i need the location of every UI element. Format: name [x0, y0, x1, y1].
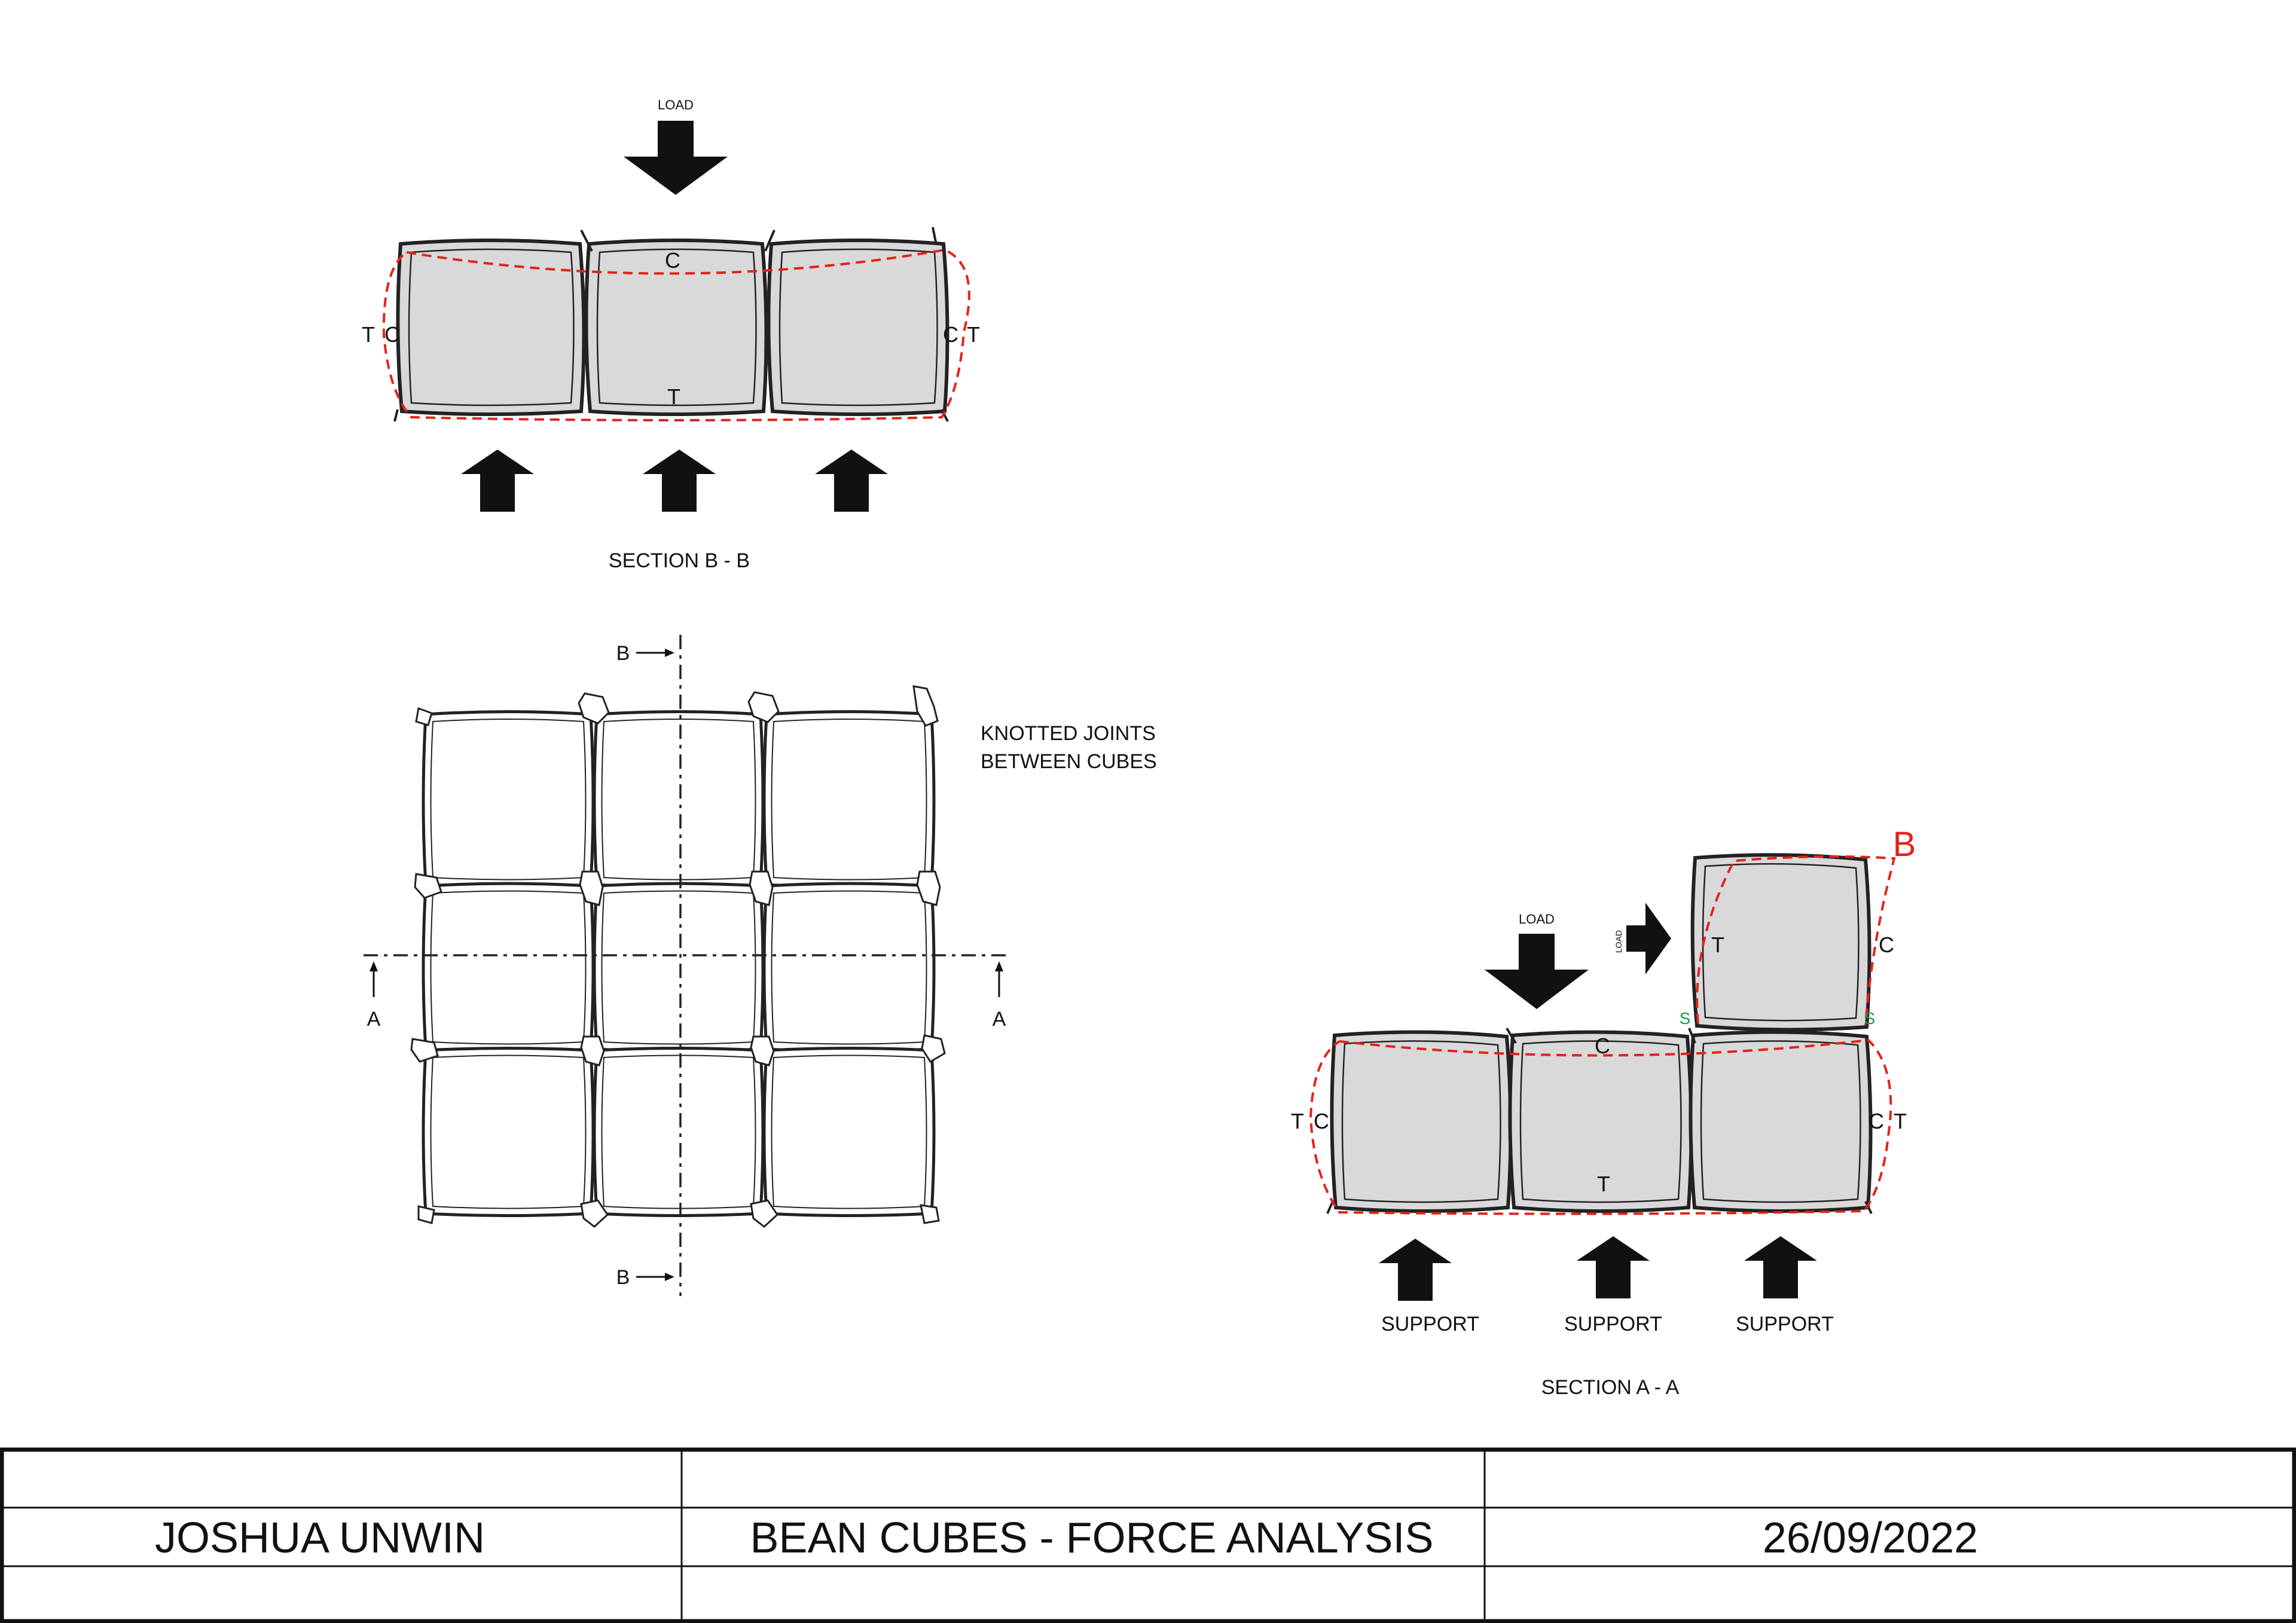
knot-icon [415, 707, 433, 726]
section-aa-support-arrows [1379, 1236, 1817, 1301]
section-aa-side-load-arrow [1626, 903, 1671, 974]
section-bb-cube-right [767, 239, 949, 416]
plan-cube [762, 1047, 936, 1217]
knot-icon [916, 870, 941, 906]
knot-icon [410, 1038, 439, 1063]
knot-icon [417, 1205, 435, 1224]
section-aa-bottom-tension: T [1597, 1172, 1610, 1196]
cut-label-b-bottom: B [616, 1266, 630, 1289]
section-bb: LOAD T C C T C T SECTION B - B [362, 97, 980, 572]
section-aa-support-label: SUPPORT [1736, 1313, 1834, 1335]
section-bb-compression-line [382, 248, 970, 421]
plan-cube [422, 882, 595, 1053]
plan-cube [762, 710, 936, 888]
plan-note-line1: KNOTTED JOINTS [981, 722, 1156, 745]
knot-icon [921, 1034, 946, 1063]
section-bb-cube-middle [584, 239, 768, 416]
section-aa-right-tension: T [1894, 1109, 1907, 1133]
cut-label-a-right: A [993, 1008, 1006, 1031]
section-bb-support-arrows [461, 450, 888, 512]
knot-icon [912, 685, 939, 727]
section-aa-top-compression: C [1595, 1034, 1610, 1058]
knot-icon [749, 870, 774, 906]
knot-icon [579, 870, 604, 906]
section-aa-title: SECTION A - A [1541, 1376, 1680, 1399]
section-aa-mark-b: B [1893, 825, 1916, 864]
knot-icon [750, 1035, 775, 1066]
section-bb-cube-left [396, 239, 586, 416]
section-aa-cube-left [1330, 1030, 1513, 1213]
section-aa-load-label: LOAD [1519, 912, 1555, 927]
knot-icon [750, 1199, 778, 1228]
plan-cube [422, 1047, 595, 1217]
section-aa-side-load-label: LOAD [1614, 930, 1623, 953]
title-block-author: JOSHUA UNWIN [155, 1514, 485, 1562]
plan-view: B B A A KNOTTED JOINTS BETWEEN CUBES [364, 635, 1157, 1296]
section-bb-support-arrow [815, 450, 888, 512]
section-aa-support-arrow [1744, 1236, 1817, 1298]
section-aa-shear-left: S [1680, 1009, 1691, 1028]
section-aa-compression-line [1309, 1038, 1892, 1215]
section-aa-top-cube-line [1696, 855, 1896, 1026]
title-block-date: 26/09/2022 [1763, 1514, 1978, 1562]
knot-icon [414, 873, 442, 899]
knot-icon [747, 691, 780, 723]
section-aa-support-arrow [1379, 1239, 1452, 1301]
section-aa-cube-top [1690, 853, 1871, 1032]
title-block-project: BEAN CUBES - FORCE ANALYSIS [750, 1514, 1434, 1562]
section-bb-support-arrow [643, 450, 716, 512]
plan-cube [593, 710, 765, 888]
knot-icon [580, 1199, 609, 1228]
plan-cube [593, 882, 765, 1053]
cut-label-b-top: B [616, 642, 630, 665]
knot-icon [920, 1204, 940, 1224]
title-block: JOSHUA UNWIN BEAN CUBES - FORCE ANALYSIS… [0, 1447, 2296, 1623]
plan-cube [762, 882, 936, 1053]
section-aa-cubes [1326, 853, 1873, 1214]
plan-cube [422, 710, 595, 888]
section-aa-shear-right: S [1864, 1009, 1876, 1028]
section-bb-right-compression: C [943, 322, 958, 347]
section-bb-left-tension: T [362, 322, 375, 347]
section-aa-left-compression: C [1314, 1109, 1329, 1133]
section-bb-load-label: LOAD [658, 97, 694, 112]
title-block-frame [0, 1447, 2296, 1623]
plan-knotted-joints [410, 685, 946, 1228]
section-bb-load-arrow [624, 121, 728, 195]
section-aa: LOAD LOAD B T C S S T C C T C T [1291, 825, 1916, 1399]
section-aa-support-label: SUPPORT [1564, 1313, 1662, 1335]
section-bb-cubes [393, 227, 949, 422]
cut-label-a-left: A [367, 1008, 381, 1031]
section-bb-bottom-tension: T [667, 384, 680, 409]
section-aa-support-label: SUPPORT [1381, 1313, 1479, 1335]
plan-note-line2: BETWEEN CUBES [981, 750, 1157, 773]
section-aa-support-arrow [1577, 1236, 1650, 1298]
section-aa-cube-middle [1508, 1030, 1693, 1213]
knot-icon [580, 1035, 605, 1066]
section-aa-load-arrow [1485, 934, 1589, 1009]
section-bb-title: SECTION B - B [609, 549, 750, 572]
section-aa-left-tension: T [1291, 1109, 1304, 1133]
plan-cube [593, 1047, 765, 1217]
section-aa-top-cube-tension: T [1711, 933, 1724, 957]
section-bb-support-arrow [461, 450, 534, 512]
section-bb-right-tension: T [967, 322, 980, 347]
section-aa-cube-right [1689, 1030, 1873, 1213]
plan-grid [422, 710, 936, 1217]
section-bb-top-compression: C [665, 248, 680, 273]
section-aa-top-cube-compression: C [1879, 933, 1894, 957]
section-aa-right-compression: C [1868, 1109, 1884, 1133]
section-bb-left-compression: C [384, 322, 400, 347]
knot-icon [578, 692, 610, 725]
